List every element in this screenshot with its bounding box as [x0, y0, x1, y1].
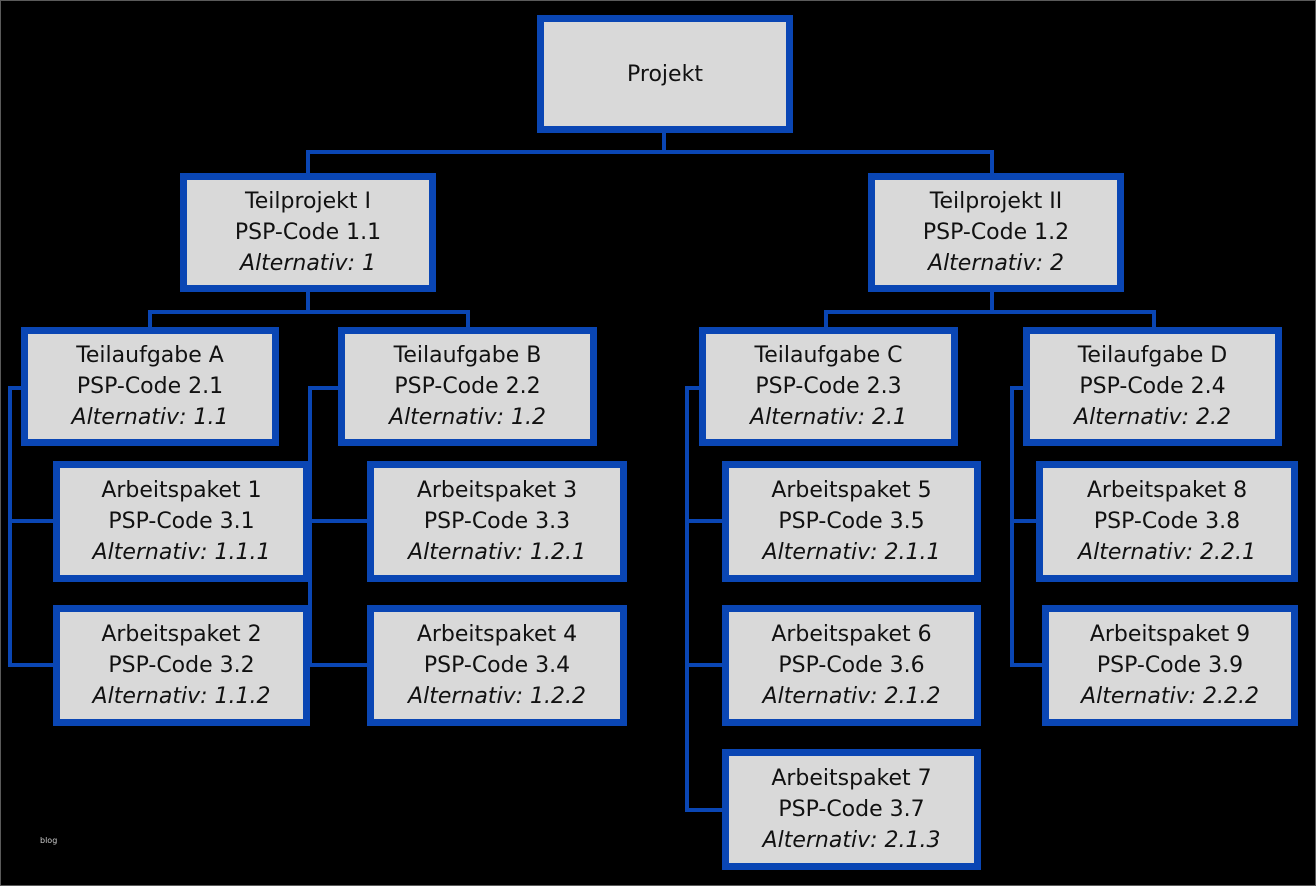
node-title: Arbeitspaket 6 — [771, 622, 932, 647]
node-projekt: Projekt — [537, 15, 793, 133]
node-alt: Alternativ: 1.1.2 — [92, 684, 271, 709]
connector-tp1-to-tasks — [148, 310, 470, 332]
node-teilaufgabe-c: Teilaufgabe C PSP-Code 2.3 Alternativ: 2… — [699, 327, 958, 446]
connector-task-b-packages — [308, 386, 373, 667]
node-arbeitspaket-5: Arbeitspaket 5 PSP-Code 3.5 Alternativ: … — [722, 461, 981, 582]
node-alt: Alternativ: 2.2.2 — [1081, 684, 1259, 709]
node-alt: Alternativ: 1 — [240, 251, 376, 276]
node-code: PSP-Code 2.3 — [755, 374, 902, 399]
node-alt: Alternativ: 1.2.1 — [408, 540, 586, 565]
node-alt: Alternativ: 2.2.1 — [1078, 540, 1256, 565]
node-title: Teilaufgabe C — [754, 343, 903, 368]
node-arbeitspaket-4: Arbeitspaket 4 PSP-Code 3.4 Alternativ: … — [367, 605, 627, 726]
node-title: Teilaufgabe A — [76, 343, 224, 368]
node-alt: Alternativ: 2 — [928, 251, 1064, 276]
node-teilaufgabe-b: Teilaufgabe B PSP-Code 2.2 Alternativ: 1… — [338, 327, 597, 446]
node-alt: Alternativ: 1.1.1 — [92, 540, 271, 565]
node-code: PSP-Code 3.9 — [1096, 653, 1244, 678]
node-arbeitspaket-8: Arbeitspaket 8 PSP-Code 3.8 Alternativ: … — [1036, 461, 1298, 582]
node-title: Arbeitspaket 9 — [1089, 622, 1251, 647]
node-code: PSP-Code 3.5 — [778, 509, 925, 534]
node-code: PSP-Code 3.6 — [778, 653, 925, 678]
node-title: Projekt — [627, 61, 703, 87]
node-title: Teilaufgabe B — [393, 343, 542, 368]
node-title: Teilprojekt II — [929, 189, 1063, 214]
node-arbeitspaket-7: Arbeitspaket 7 PSP-Code 3.7 Alternativ: … — [722, 749, 981, 870]
node-title: Teilprojekt I — [245, 189, 371, 214]
node-arbeitspaket-3: Arbeitspaket 3 PSP-Code 3.3 Alternativ: … — [367, 461, 627, 582]
connector-task-d-packages — [1010, 386, 1048, 667]
connector-task-a-packages — [8, 386, 59, 667]
node-code: PSP-Code 3.2 — [108, 653, 255, 678]
node-title: Arbeitspaket 2 — [101, 622, 262, 647]
node-alt: Alternativ: 2.2 — [1074, 405, 1231, 430]
node-arbeitspaket-1: Arbeitspaket 1 PSP-Code 3.1 Alternativ: … — [53, 461, 310, 582]
node-alt: Alternativ: 1.2 — [389, 405, 546, 430]
node-code: PSP-Code 2.2 — [394, 374, 541, 399]
node-code: PSP-Code 3.7 — [778, 797, 925, 822]
node-alt: Alternativ: 1.2.2 — [408, 684, 586, 709]
node-title: Arbeitspaket 3 — [416, 478, 578, 503]
connector-tp2-to-tasks — [824, 310, 1156, 332]
node-code: PSP-Code 1.1 — [234, 220, 382, 245]
node-title: Arbeitspaket 8 — [1086, 478, 1248, 503]
node-alt: Alternativ: 2.1 — [750, 405, 907, 430]
watermark-text: blog — [40, 836, 58, 845]
node-code: PSP-Code 1.2 — [922, 220, 1070, 245]
node-alt: Alternativ: 2.1.2 — [762, 684, 941, 709]
connector-root-to-subprojects — [306, 150, 994, 179]
node-code: PSP-Code 3.8 — [1093, 509, 1241, 534]
node-code: PSP-Code 2.1 — [76, 374, 224, 399]
node-teilaufgabe-a: Teilaufgabe A PSP-Code 2.1 Alternativ: 1… — [21, 327, 279, 446]
node-alt: Alternativ: 2.1.3 — [762, 828, 941, 853]
node-code: PSP-Code 2.4 — [1079, 374, 1226, 399]
node-title: Arbeitspaket 7 — [771, 766, 932, 791]
node-teilaufgabe-d: Teilaufgabe D PSP-Code 2.4 Alternativ: 2… — [1023, 327, 1282, 446]
node-title: Arbeitspaket 5 — [771, 478, 932, 503]
node-alt: Alternativ: 2.1.1 — [762, 540, 941, 565]
node-code: PSP-Code 3.4 — [423, 653, 571, 678]
node-arbeitspaket-6: Arbeitspaket 6 PSP-Code 3.6 Alternativ: … — [722, 605, 981, 726]
node-teilprojekt-2: Teilprojekt II PSP-Code 1.2 Alternativ: … — [868, 173, 1124, 292]
node-alt: Alternativ: 1.1 — [71, 405, 229, 430]
node-title: Teilaufgabe D — [1077, 343, 1228, 368]
node-teilprojekt-1: Teilprojekt I PSP-Code 1.1 Alternativ: 1 — [180, 173, 436, 292]
node-code: PSP-Code 3.1 — [108, 509, 255, 534]
node-arbeitspaket-2: Arbeitspaket 2 PSP-Code 3.2 Alternativ: … — [53, 605, 310, 726]
connector-task-c-packages — [685, 386, 728, 812]
node-code: PSP-Code 3.3 — [423, 509, 571, 534]
node-title: Arbeitspaket 4 — [416, 622, 578, 647]
node-title: Arbeitspaket 1 — [101, 478, 262, 503]
node-arbeitspaket-9: Arbeitspaket 9 PSP-Code 3.9 Alternativ: … — [1042, 605, 1298, 726]
